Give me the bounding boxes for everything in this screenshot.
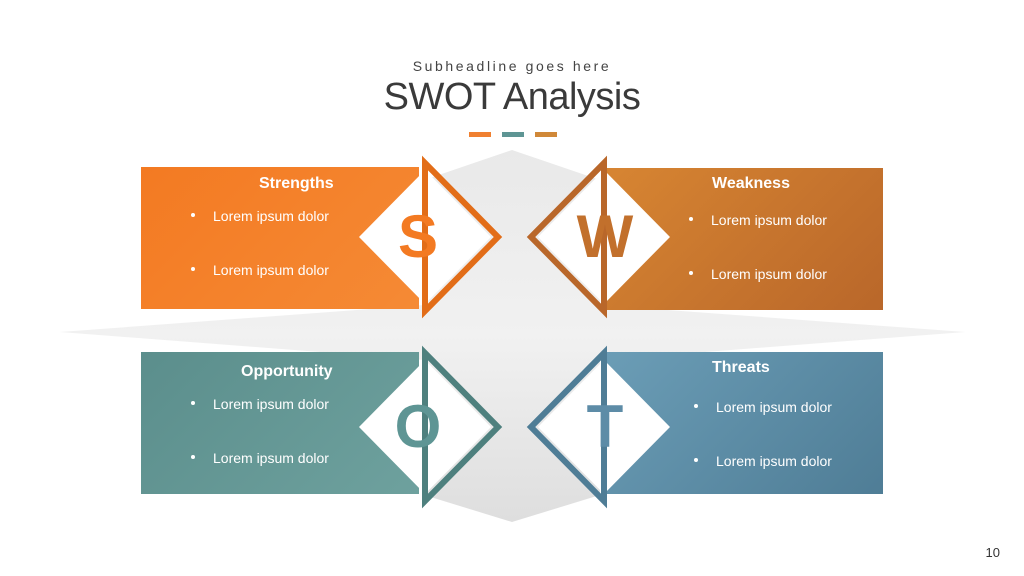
opportunity-bullet: Lorem ipsum dolor: [191, 396, 329, 412]
weakness-title: Weakness: [712, 175, 790, 192]
letter-s: S: [397, 203, 439, 270]
page-title: SWOT Analysis: [383, 76, 641, 118]
weakness-bullet: Lorem ipsum dolor: [689, 212, 827, 228]
title-divider: [469, 132, 559, 137]
strengths-bullet: Lorem ipsum dolor: [191, 208, 329, 224]
opportunity-bullet: Lorem ipsum dolor: [191, 450, 329, 466]
threats-bullet: Lorem ipsum dolor: [694, 399, 832, 415]
strengths-bullet: Lorem ipsum dolor: [191, 262, 329, 278]
letter-t: T: [586, 393, 624, 460]
subheadline: Subheadline goes here: [412, 58, 612, 74]
divider-dash: [502, 132, 524, 137]
opportunity-panel: Opportunity Lorem ipsum dolor Lorem ipsu…: [141, 352, 419, 494]
weakness-panel: Weakness Lorem ipsum dolor Lorem ipsum d…: [605, 168, 883, 310]
o-diamond-outline: [422, 345, 503, 509]
page-number: 10: [985, 545, 1000, 560]
letter-w: W: [576, 203, 634, 270]
opportunity-title: Opportunity: [241, 363, 333, 380]
letter-o: O: [394, 393, 442, 460]
s-diamond-outline: [422, 155, 503, 319]
weakness-bullet: Lorem ipsum dolor: [689, 266, 827, 282]
t-diamond-outline: [526, 345, 607, 509]
divider-dash: [535, 132, 557, 137]
strengths-title: Strengths: [259, 175, 334, 192]
threats-title: Threats: [712, 359, 770, 376]
w-diamond-outline: [526, 155, 607, 319]
divider-dash: [469, 132, 491, 137]
threats-bullet: Lorem ipsum dolor: [694, 453, 832, 469]
